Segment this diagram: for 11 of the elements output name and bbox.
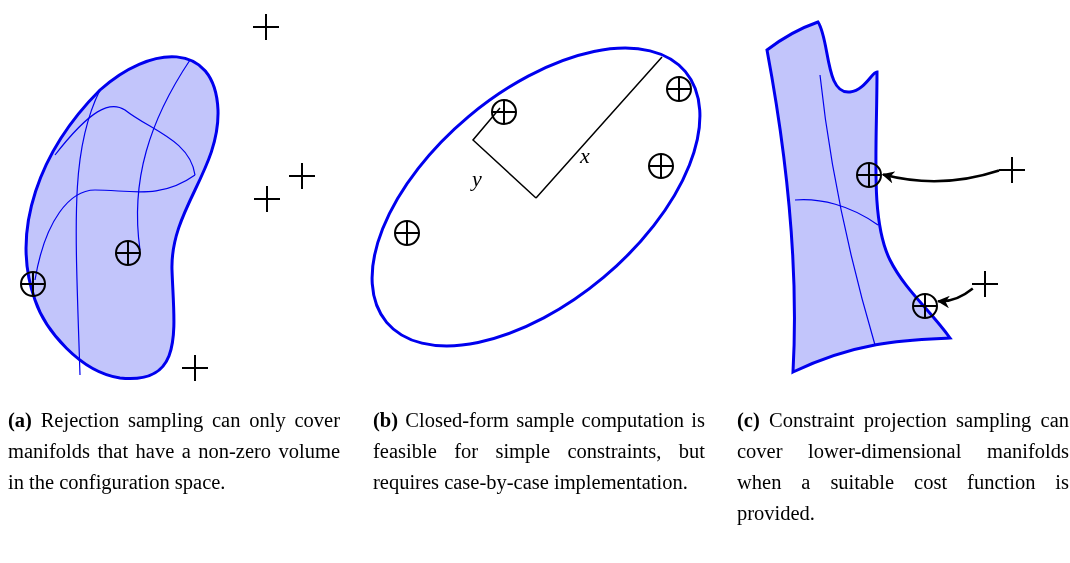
plus-icon (998, 156, 1026, 184)
circled-plus-icon (911, 292, 939, 320)
arrow (881, 169, 1000, 184)
axis-label: y (472, 166, 482, 192)
circled-plus-icon (855, 161, 883, 189)
caption: (b) Closed-form sample computation is feasible for simple constraints, but requires case-by-case implementation. (373, 408, 705, 496)
caption: (c) Constraint projection sampling can cover lower-dimensional manifolds when a suitable cost function is provided. (737, 408, 1069, 527)
arrow (936, 287, 974, 308)
caption: (a) Rejection sampling can only cover manifolds that have a non-zero volume in the configuration space. (8, 408, 340, 496)
axis-label: x (580, 143, 590, 169)
plus-icon (971, 270, 999, 298)
